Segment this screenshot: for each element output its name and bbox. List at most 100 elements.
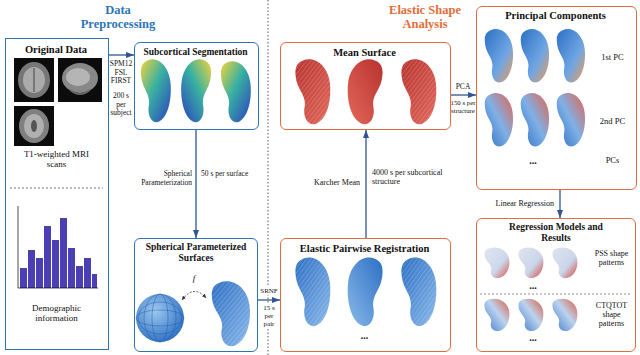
sphere-mapping: [212, 281, 250, 346]
process-box: Original DataT1-weighted MRI scansDemogr…: [5, 38, 109, 350]
flow-arrow: [109, 54, 134, 55]
mri-scans: [62, 63, 98, 93]
box-title: Mean Surface: [281, 47, 448, 59]
flow-arrow: [365, 130, 366, 238]
mri-scans: [23, 67, 45, 93]
sphere-mapping: [136, 281, 250, 346]
histogram: [60, 218, 67, 288]
regression-surfaces: [484, 248, 509, 279]
pc-surfaces: [521, 93, 549, 146]
box-title: Elastic Pairwise Registration: [281, 243, 448, 255]
mri-scans: [34, 68, 35, 92]
regression-surfaces: [480, 294, 632, 295]
box-title: Regression Models and Results: [497, 222, 615, 244]
flow-arrow: [559, 190, 560, 218]
histogram: [44, 226, 51, 288]
pc-surfaces: [557, 93, 585, 146]
registered-surfaces: [401, 257, 436, 326]
sphere-mapping: [212, 281, 250, 346]
histogram: [18, 288, 98, 289]
sphere-mapping: [136, 310, 184, 326]
process-box: Principal Components 1st PC 2nd PC...PCs: [476, 6, 637, 190]
box-text: f: [187, 273, 201, 283]
sphere-mapping: [144, 294, 176, 342]
histogram: [52, 240, 59, 288]
box-title: Spherical Parameterized Surfaces: [137, 242, 255, 264]
registered-surfaces: [401, 257, 436, 326]
box-text: ...: [477, 280, 589, 292]
process-box: Elastic Pairwise Registration...: [280, 238, 451, 352]
mean-surfaces: [348, 59, 383, 124]
mri-scans: [18, 62, 50, 98]
timing-note: 200 s per subject: [109, 92, 133, 118]
histogram: [76, 266, 83, 288]
histogram: [20, 268, 27, 288]
regression-surfaces: [480, 248, 632, 332]
segmented-structures: [141, 59, 251, 122]
timing-note: 15 s per pair: [259, 304, 279, 328]
box-text: ...: [281, 330, 448, 342]
box-text: T1-weighted MRI scans: [18, 149, 95, 170]
box-title: Principal Components: [477, 10, 634, 22]
registered-surfaces: [295, 257, 330, 326]
mri-scans: [19, 109, 49, 143]
sphere-mapping: [152, 294, 168, 342]
mean-surfaces: [401, 59, 436, 124]
regression-surfaces: [484, 299, 509, 331]
pc-surfaces: [557, 29, 585, 82]
mri-scans: [14, 106, 54, 146]
pc-surfaces: [485, 29, 585, 146]
regression-surfaces: [484, 248, 509, 279]
process-box: Regression Models and ResultsPSS shape p…: [476, 218, 636, 352]
edge-label: Linear Regression: [478, 199, 554, 208]
segmented-structures: [221, 61, 251, 122]
histogram: [36, 258, 43, 288]
registered-surfaces: [348, 257, 383, 326]
mean-surfaces: [295, 59, 330, 124]
box-text: PSS shape patterns: [590, 249, 633, 267]
edge-label: Karcher Mean: [282, 178, 360, 187]
sphere-mapping: [136, 294, 184, 342]
sphere-mapping: [182, 291, 206, 300]
registered-surfaces: [295, 257, 330, 326]
section-divider: [268, 0, 269, 355]
box-text: PCs: [592, 156, 633, 166]
pc-surfaces: [485, 29, 513, 82]
process-box: Subcortical Segmentation: [134, 42, 259, 130]
registered-surfaces: [348, 257, 383, 326]
histogram: [92, 274, 97, 288]
mri-scans: [14, 58, 102, 146]
regression-surfaces: [518, 299, 543, 331]
mri-scans: [70, 90, 90, 94]
edge-label: Spherical Parameterization: [136, 170, 192, 187]
segmented-structures: [181, 59, 211, 122]
mean-surfaces: [295, 59, 330, 124]
edge-label: SRNF: [259, 287, 279, 295]
mri-scans: [24, 114, 44, 138]
box-text: ...: [477, 332, 589, 344]
box-title: Subcortical Segmentation: [135, 47, 256, 58]
mri-scans: [66, 68, 90, 86]
section-title: Data Preprocessing: [70, 3, 166, 32]
histogram: [28, 250, 35, 288]
flow-arrow: [451, 94, 476, 95]
sphere-mapping: [138, 302, 182, 334]
box-text: ...: [477, 155, 589, 167]
pc-surfaces: [521, 29, 549, 82]
box-text: 1st PC: [592, 53, 633, 63]
sphere-mapping: [136, 294, 184, 342]
timing-note: 150 s per structure: [451, 99, 476, 115]
mri-scans: [58, 58, 102, 102]
timing-note: 50 s per surface: [201, 170, 255, 179]
regression-surfaces: [518, 248, 543, 279]
edge-label: SPM12 FSL FIRST: [109, 60, 133, 86]
mri-scans: [31, 120, 37, 132]
process-box: Mean Surface: [280, 42, 451, 130]
histogram: [18, 206, 98, 288]
process-box: Spherical Parameterized Surfaces f: [134, 238, 258, 352]
mean-surfaces: [401, 59, 436, 124]
box-text: 2nd PC: [592, 117, 633, 127]
section-title: Elastic Shape Analysis: [378, 3, 472, 32]
pc-surfaces: [485, 93, 513, 146]
segmented-structures: [141, 59, 171, 122]
